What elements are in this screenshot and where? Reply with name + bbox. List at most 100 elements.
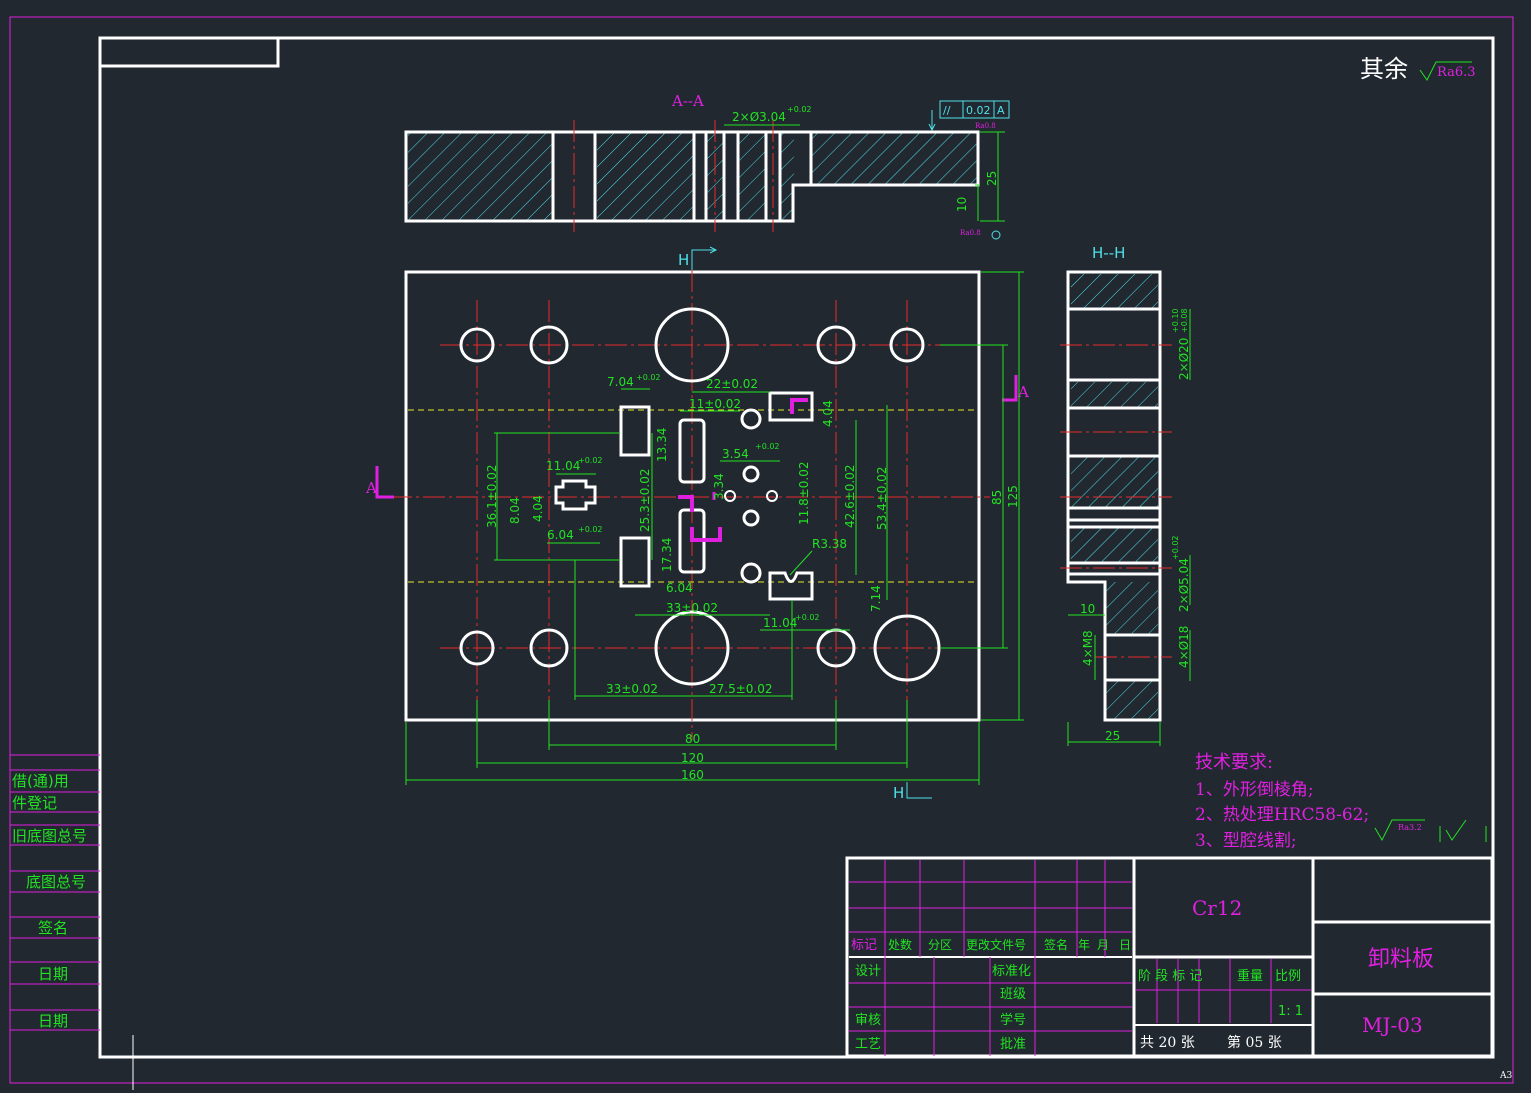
dim-3-54: 3.54 xyxy=(722,447,749,461)
dim-17-34: 17.34 xyxy=(660,538,674,572)
tb-row-standard: 标准化 xyxy=(992,964,1031,979)
dim-13-34: 13.34 xyxy=(655,428,669,462)
tb-part-name: 卸料板 xyxy=(1368,947,1434,972)
svg-text:+0.02: +0.02 xyxy=(578,456,603,465)
dim-hh-d18: 4×Ø18 xyxy=(1177,626,1191,668)
tb-weight: 重量 xyxy=(1237,968,1263,984)
svg-text:+0.02: +0.02 xyxy=(1171,535,1180,560)
dim-aa-25: 25 xyxy=(985,171,999,186)
tb-row-student-no: 学号 xyxy=(1000,1012,1026,1028)
section-hh-label: H--H xyxy=(1092,244,1125,262)
strip-label-3: 旧底图总号 xyxy=(12,827,87,845)
dim-hh-25: 25 xyxy=(1105,729,1120,743)
svg-text:+0.02: +0.02 xyxy=(578,525,603,534)
tech-item-2: 2、热处理HRC58-62; xyxy=(1195,805,1369,825)
section-aa-view xyxy=(404,120,980,232)
dim-hh-holes20: 2×Ø20 xyxy=(1177,338,1191,380)
corner-box xyxy=(98,36,280,68)
dim-7-04: 7.04 xyxy=(607,375,634,389)
svg-text:+0.02: +0.02 xyxy=(795,613,820,622)
dim-4-04: 4.04 xyxy=(531,495,545,522)
tb-row-class: 班级 xyxy=(1000,987,1026,1002)
roughness-small-2: Ra0.8 xyxy=(960,229,981,237)
dim-33-b: 33±0.02 xyxy=(606,682,658,696)
dim-125: 125 xyxy=(1006,485,1020,508)
tb-col-count: 处数 xyxy=(888,937,912,952)
roughness-small-3: Ra3.2 xyxy=(1398,823,1422,832)
tb-col-mark: 标记 xyxy=(851,938,877,953)
dim-53-4: 53.4±0.02 xyxy=(875,467,889,531)
dim-11: 11±0.02 xyxy=(689,397,741,411)
tb-col-month: 月 xyxy=(1097,938,1109,952)
tb-col-sign: 签名 xyxy=(1044,937,1068,952)
dim-11-04: 11.04 xyxy=(546,459,580,473)
dim-11-04b: 11.04 xyxy=(763,616,797,630)
strip-label-5: 签名 xyxy=(38,919,68,937)
dim-33-a: 33±0.02 xyxy=(666,601,718,615)
dim-160: 160 xyxy=(681,768,704,782)
dim-42-6: 42.6±0.02 xyxy=(843,465,857,529)
cut-mark-a-right: A xyxy=(1017,383,1029,401)
tb-scale-label: 比例 xyxy=(1275,969,1301,984)
cut-mark-a-left: A xyxy=(365,479,377,497)
dim-27-5: 27.5±0.02 xyxy=(709,682,773,696)
strip-label-7: 日期 xyxy=(38,1012,68,1030)
svg-text:+0.02: +0.02 xyxy=(755,442,780,451)
dim-aa-holes-tol: +0.02 xyxy=(787,105,812,114)
svg-text:+0.08: +0.08 xyxy=(1180,308,1189,333)
sheet-border xyxy=(9,16,1514,1084)
dim-80: 80 xyxy=(685,732,700,746)
dim-hh-10: 10 xyxy=(1080,602,1095,616)
cut-mark-h-top: H xyxy=(678,251,689,269)
tb-sheet-count: 共 20 张 xyxy=(1140,1035,1195,1051)
title-block: 标记 处数 分区 更改文件号 签名 年 月 日 设计 标准化 班级 审核 学号 … xyxy=(845,856,1494,1058)
tb-stage-mark: 阶 段 标 记 xyxy=(1138,969,1202,984)
roughness-value: Ra6.3 xyxy=(1437,65,1476,80)
tol-value: 0.02 xyxy=(966,104,991,117)
tol-datum: A xyxy=(997,104,1005,117)
plan-dimensions: 7.04 +0.02 22±0.02 11±0.02 13.34 3.54 +0… xyxy=(405,271,1024,785)
tolerance-frame: // 0.02 A xyxy=(928,100,1010,132)
plan-view xyxy=(390,270,990,740)
tb-col-day: 日 xyxy=(1119,938,1131,952)
dim-11-8: 11.8±0.02 xyxy=(797,462,811,526)
tb-row-review: 审核 xyxy=(855,1013,881,1028)
tech-item-1: 1、外形倒棱角; xyxy=(1195,780,1314,800)
dim-hh-m8: 4×M8 xyxy=(1081,630,1095,666)
dim-aa-holes: 2×Ø3.04 xyxy=(732,110,786,124)
tb-scale-value: 1: 1 xyxy=(1278,1004,1303,1019)
sheet-size: A3 xyxy=(1499,1071,1512,1081)
dim-6-04: 6.04 xyxy=(547,528,574,542)
tb-col-zone: 分区 xyxy=(928,938,952,952)
dim-r3-38: R3.38 xyxy=(812,537,847,551)
tech-item-3: 3、型腔线割; xyxy=(1195,831,1297,851)
tech-title: 技术要求: xyxy=(1195,752,1273,773)
tb-col-year: 年 xyxy=(1078,938,1090,952)
dim-6-04b: 6.04 xyxy=(666,581,693,595)
tol-symbol: // xyxy=(943,104,951,117)
dim-36-1: 36.1±0.02 xyxy=(485,465,499,529)
strip-label-6: 日期 xyxy=(38,965,68,983)
drawing-frame xyxy=(98,36,1495,1059)
hh-dimensions: 2×Ø20 +0.10 +0.08 2×Ø5.04 +0.02 4×Ø18 4×… xyxy=(1067,308,1191,746)
cut-mark-h-bottom: H xyxy=(893,784,904,802)
dim-hh-holes5: 2×Ø5.04 xyxy=(1177,558,1191,612)
dim-8-04: 8.04 xyxy=(508,497,522,524)
dim-25-3: 25.3±0.02 xyxy=(638,469,652,533)
left-strip: 借(通)用 件登记 旧底图总号 底图总号 签名 日期 日期 xyxy=(10,754,100,1031)
tb-drawing-no: MJ-03 xyxy=(1362,1013,1423,1037)
dim-7-14: 7.14 xyxy=(869,585,883,612)
roughness-symbol xyxy=(1419,61,1472,81)
roughness-note: 其余 xyxy=(1360,55,1408,83)
dim-3-34: 3.34 xyxy=(712,473,726,500)
tb-row-approve: 批准 xyxy=(1000,1037,1026,1052)
strip-label-1: 借(通)用 xyxy=(12,772,69,790)
datum-a-marker xyxy=(991,230,1001,240)
dim-120: 120 xyxy=(681,751,704,765)
tb-material: Cr12 xyxy=(1192,896,1242,920)
tb-row-design: 设计 xyxy=(855,964,881,979)
dim-aa-10: 10 xyxy=(955,197,969,212)
roughness-small-1: Ra0.8 xyxy=(975,122,996,130)
strip-label-2: 件登记 xyxy=(12,794,57,812)
